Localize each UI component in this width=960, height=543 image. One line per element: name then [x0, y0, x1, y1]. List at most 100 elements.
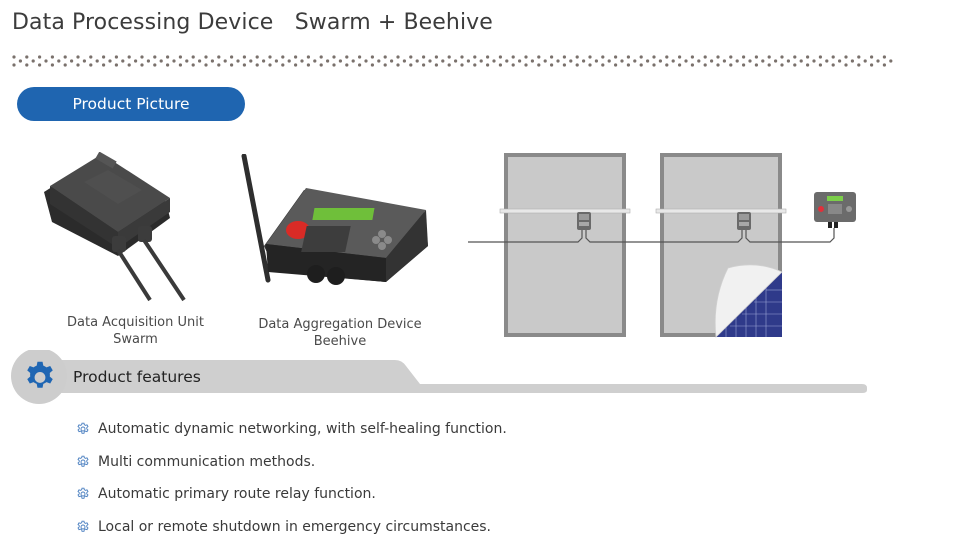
divider-dot: [473, 55, 476, 58]
swarm-caption-model: Swarm: [48, 331, 223, 348]
divider-dot: [646, 59, 649, 62]
divider-dot: [422, 55, 425, 58]
speaker-grille: [301, 226, 351, 252]
divider-dot: [217, 55, 220, 58]
divider-dot: [268, 63, 271, 66]
divider-dot: [115, 55, 118, 58]
divider-dot: [243, 55, 246, 58]
divider-dot: [710, 59, 713, 62]
divider-dot: [44, 59, 47, 62]
divider-dot: [147, 59, 150, 62]
divider-dot: [460, 55, 463, 58]
divider-dot: [832, 63, 835, 66]
divider-dot: [102, 55, 105, 58]
divider-dot: [51, 63, 54, 66]
divider-dot: [294, 55, 297, 58]
small-gear-icon: [76, 520, 90, 534]
beehive-device-image: [236, 154, 436, 286]
divider-dot: [640, 55, 643, 58]
divider-dot: [140, 63, 143, 66]
divider-dot: [512, 63, 515, 66]
divider-dot: [864, 59, 867, 62]
divider-dot: [716, 63, 719, 66]
divider-dot: [761, 59, 764, 62]
divider-dot: [838, 59, 841, 62]
divider-dot: [665, 63, 668, 66]
divider-dot: [787, 59, 790, 62]
divider-dot: [339, 59, 342, 62]
small-gear-icon: [76, 455, 90, 469]
beehive-unit: [814, 192, 856, 228]
divider-dot: [294, 63, 297, 66]
divider-dot: [499, 55, 502, 58]
lcd-screen: [312, 208, 374, 220]
divider-dot: [153, 55, 156, 58]
divider-dot: [614, 63, 617, 66]
divider-dot: [371, 63, 374, 66]
divider-dot: [416, 59, 419, 62]
divider-dot: [697, 59, 700, 62]
product-picture-heading: Product Picture: [17, 87, 245, 121]
divider-dot: [179, 63, 182, 66]
divider-dot: [537, 63, 540, 66]
divider-dot: [166, 63, 169, 66]
divider-dot: [358, 63, 361, 66]
divider-dot: [243, 63, 246, 66]
divider-dot: [128, 63, 131, 66]
divider-dot: [204, 55, 207, 58]
divider-dot: [454, 59, 457, 62]
divider-dot: [780, 55, 783, 58]
divider-dot: [588, 63, 591, 66]
divider-dot: [480, 59, 483, 62]
divider-dot: [448, 55, 451, 58]
divider-dot: [736, 59, 739, 62]
divider-dot: [76, 63, 79, 66]
divider-dot: [768, 63, 771, 66]
divider-dot: [819, 63, 822, 66]
divider-dot: [396, 55, 399, 58]
divider-dot: [403, 59, 406, 62]
divider-dot: [492, 59, 495, 62]
divider-dot: [12, 63, 15, 66]
divider-dot: [870, 55, 873, 58]
divider-dot: [531, 59, 534, 62]
divider-dot: [512, 55, 515, 58]
solar-system-diagram: [466, 150, 866, 342]
divider-dot: [608, 59, 611, 62]
divider-dot: [793, 55, 796, 58]
divider-dot: [652, 55, 655, 58]
divider-dot: [281, 55, 284, 58]
divider-dot: [774, 59, 777, 62]
antenna: [244, 156, 268, 280]
divider-dot: [166, 55, 169, 58]
divider-dot: [678, 63, 681, 66]
divider-dot: [563, 55, 566, 58]
divider-dot: [326, 59, 329, 62]
divider-dot: [723, 59, 726, 62]
divider-dot: [96, 59, 99, 62]
divider-dot: [300, 59, 303, 62]
divider-dot: [332, 55, 335, 58]
divider-dot: [396, 63, 399, 66]
divider-dot: [870, 63, 873, 66]
divider-dot: [601, 55, 604, 58]
solar-panel-2: [660, 153, 782, 337]
divider-dot: [51, 55, 54, 58]
page-title: Data Processing Device Swarm + Beehive: [12, 10, 493, 35]
divider-dot: [819, 55, 822, 58]
gear-icon: [22, 359, 58, 395]
divider-dot: [768, 55, 771, 58]
feature-text: Automatic primary route relay function.: [98, 486, 376, 502]
divider-dot: [230, 63, 233, 66]
divider-dot: [729, 63, 732, 66]
divider-dot: [652, 63, 655, 66]
divider-dot: [889, 59, 892, 62]
divider-dot: [428, 59, 431, 62]
divider-dot: [825, 59, 828, 62]
divider-dot: [115, 63, 118, 66]
divider-dot: [364, 59, 367, 62]
divider-dot: [518, 59, 521, 62]
divider-dot: [332, 63, 335, 66]
feature-text: Local or remote shutdown in emergency ci…: [98, 519, 491, 535]
divider-dot: [25, 63, 28, 66]
